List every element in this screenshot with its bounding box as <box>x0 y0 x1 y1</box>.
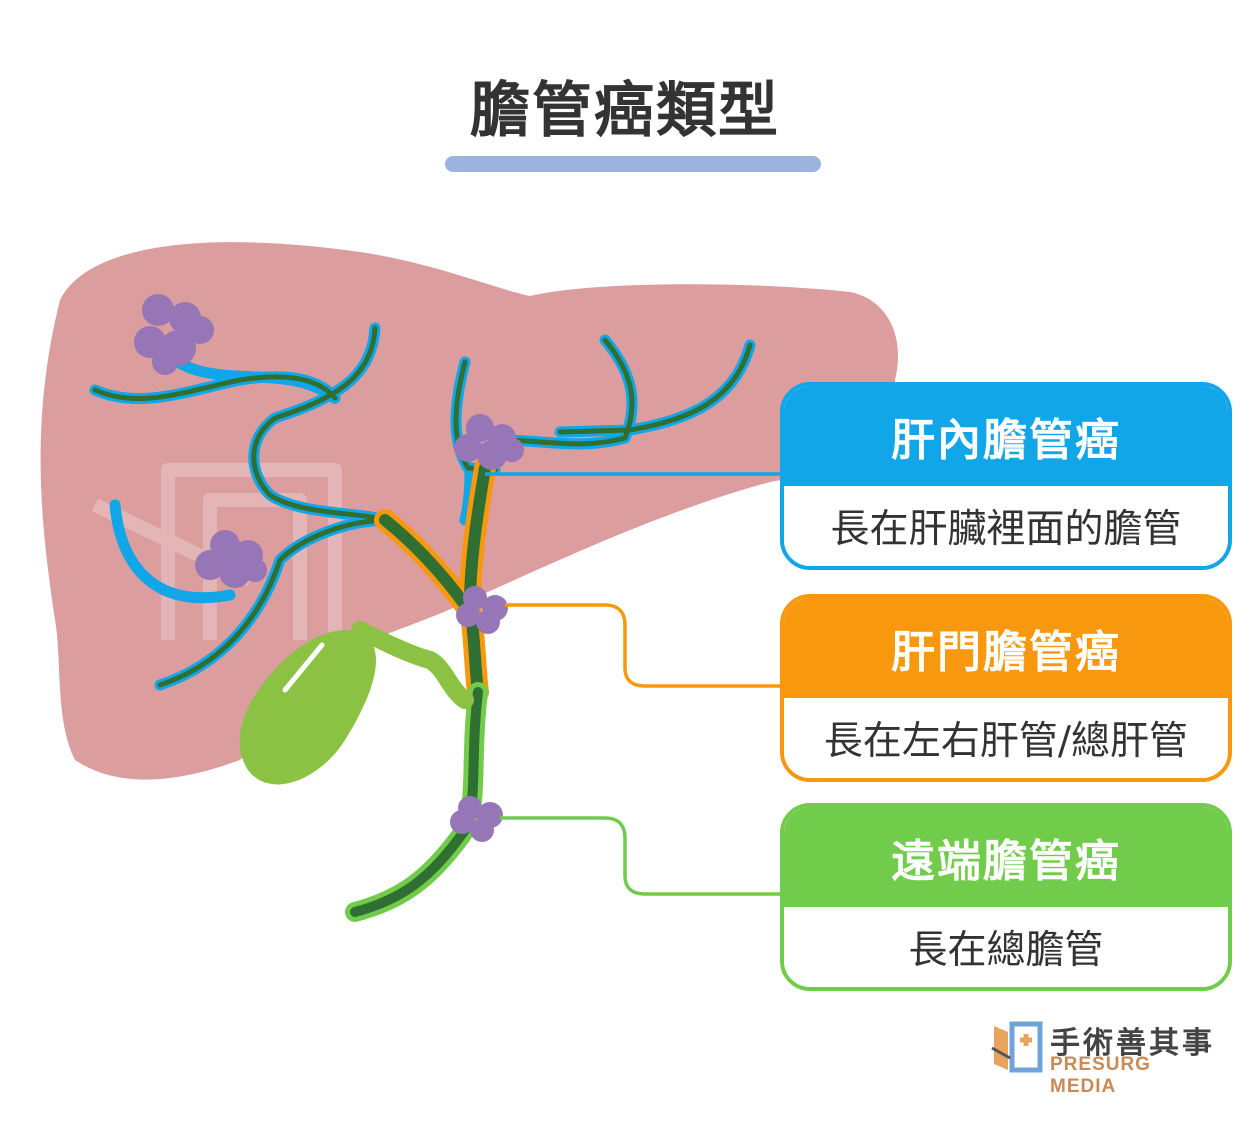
tumor-icon <box>450 796 503 842</box>
presurg-logo-icon <box>991 1021 1043 1073</box>
distal-duct <box>345 682 488 922</box>
tumor-icon <box>454 414 524 470</box>
brand-logo: 手術善其事 PRESURG MEDIA <box>990 1018 1220 1097</box>
connector-lines <box>485 472 780 896</box>
tumor-icon <box>134 294 214 375</box>
title-underline <box>445 156 821 172</box>
gallbladder <box>239 621 474 785</box>
card-hilar: 肝門膽管癌 長在左右肝管/總肝管 <box>780 594 1232 782</box>
card-description: 長在肝臟裡面的膽管 <box>784 486 1228 566</box>
tumor-icon <box>195 530 267 588</box>
card-title: 肝門膽管癌 <box>784 598 1228 698</box>
card-intrahepatic: 肝內膽管癌 長在肝臟裡面的膽管 <box>780 382 1232 570</box>
tumor-icon <box>456 586 508 634</box>
logo-name-cn: 手術善其事 <box>1050 1026 1215 1061</box>
logo-name-en: PRESURG MEDIA <box>1050 1054 1151 1097</box>
page-title: 膽管癌類型 <box>470 76 780 146</box>
card-title: 遠端膽管癌 <box>784 807 1228 907</box>
card-title: 肝內膽管癌 <box>784 386 1228 486</box>
tumors <box>134 294 524 842</box>
intrahepatic-ducts <box>89 322 756 691</box>
card-description: 長在總膽管 <box>784 907 1228 987</box>
card-distal: 遠端膽管癌 長在總膽管 <box>780 803 1232 991</box>
card-description: 長在左右肝管/總肝管 <box>784 698 1228 778</box>
